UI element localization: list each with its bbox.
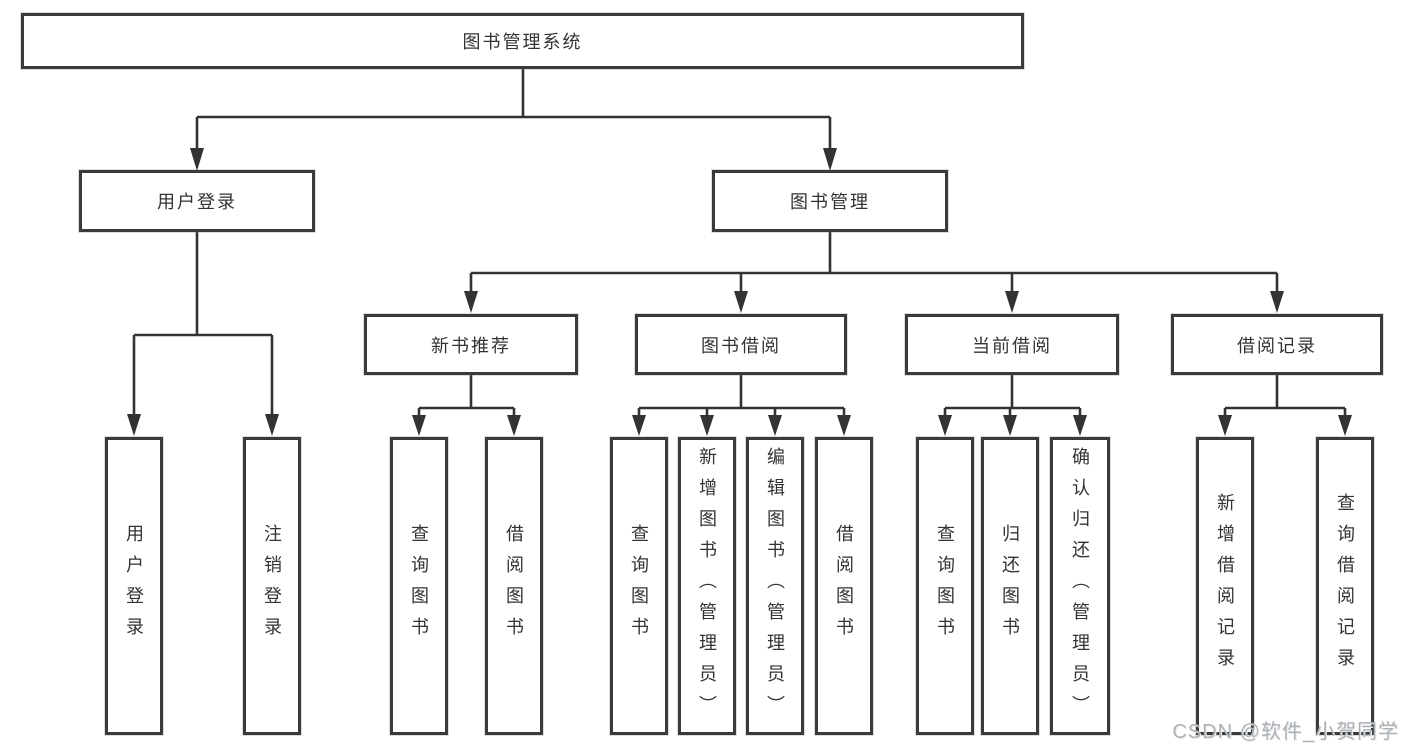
node-borrowing-records: 借阅记录	[1171, 314, 1383, 375]
node-label: 归还图书	[1000, 524, 1020, 648]
node-label: 图书管理系统	[462, 32, 583, 52]
node-user-login: 用户登录	[79, 170, 315, 232]
node-label: 借阅图书	[504, 524, 524, 648]
node-new-book-recommendation: 新书推荐	[364, 314, 578, 375]
node-label: 借阅图书	[834, 524, 854, 648]
node-leaf-logout: 注销登录	[243, 437, 301, 735]
watermark: CSDN @软件_小贺同学	[1172, 721, 1399, 743]
node-leaf-query-books-recommend: 查询图书	[390, 437, 448, 735]
node-label: 图书借阅	[701, 335, 781, 356]
node-label: 用户登录	[124, 524, 144, 648]
node-leaf-query-books: 查询图书	[610, 437, 668, 735]
node-leaf-add-books-admin: 新增图书（管理员）	[678, 437, 736, 735]
node-leaf-add-borrow-record: 新增借阅记录	[1196, 437, 1254, 735]
node-book-borrowing: 图书借阅	[635, 314, 847, 375]
node-leaf-user-login: 用户登录	[105, 437, 163, 735]
node-leaf-query-books-current: 查询图书	[916, 437, 974, 735]
node-label: 查询图书	[935, 524, 955, 648]
node-leaf-return-books: 归还图书	[981, 437, 1039, 735]
node-label: 新增借阅记录	[1215, 493, 1235, 679]
node-leaf-borrow-books-recommend: 借阅图书	[485, 437, 543, 735]
node-leaf-confirm-return-admin: 确认归还（管理员）	[1050, 437, 1110, 735]
node-label: 查询借阅记录	[1335, 493, 1355, 679]
node-label: 新书推荐	[431, 335, 511, 356]
node-library-management-system: 图书管理系统	[21, 13, 1024, 69]
node-leaf-edit-books-admin: 编辑图书（管理员）	[746, 437, 804, 735]
node-label: 借阅记录	[1237, 335, 1317, 356]
node-label: 注销登录	[262, 524, 282, 648]
node-leaf-query-borrow-record: 查询借阅记录	[1316, 437, 1374, 735]
node-book-management: 图书管理	[712, 170, 948, 232]
node-label: 查询图书	[629, 524, 649, 648]
node-label: 确认归还（管理员）	[1070, 446, 1090, 726]
node-label: 新增图书（管理员）	[697, 446, 717, 726]
node-label: 当前借阅	[972, 335, 1052, 356]
node-label: 编辑图书（管理员）	[765, 446, 785, 726]
node-label: 图书管理	[790, 192, 870, 212]
node-current-borrowing: 当前借阅	[905, 314, 1119, 375]
node-label: 用户登录	[157, 192, 237, 212]
node-label: 查询图书	[409, 524, 429, 648]
node-leaf-borrow-books: 借阅图书	[815, 437, 873, 735]
